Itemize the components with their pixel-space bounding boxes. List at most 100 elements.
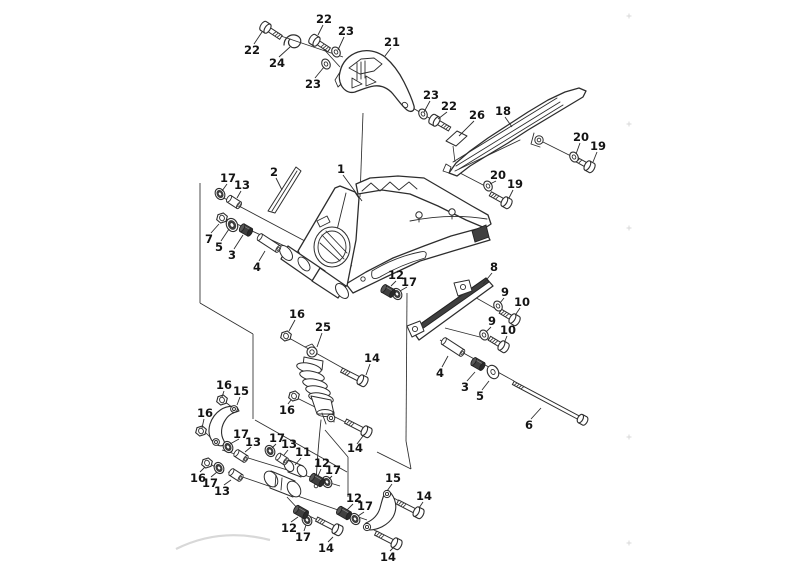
callout-26: 26 <box>469 108 485 122</box>
leader-line <box>328 475 333 480</box>
leader-line <box>386 483 393 492</box>
callout-3: 3 <box>461 380 469 394</box>
callout-23: 23 <box>305 77 321 91</box>
callout-8: 8 <box>490 260 498 274</box>
leader-line <box>489 180 497 185</box>
collar-icon <box>233 449 249 463</box>
washer-icon <box>321 58 331 70</box>
bushing-icon <box>380 284 396 298</box>
leader-line <box>337 36 345 51</box>
callout-17: 17 <box>202 476 218 490</box>
seal-icon <box>213 461 225 475</box>
callout-20: 20 <box>490 168 506 182</box>
bushing-icon <box>470 357 486 371</box>
callout-17: 17 <box>233 427 249 441</box>
collar-icon <box>228 468 244 482</box>
chain-guide-part <box>406 277 494 341</box>
callout-6: 6 <box>525 418 533 432</box>
watermark-cross-icon <box>626 121 632 127</box>
callout-24: 24 <box>269 56 285 70</box>
leader-line <box>283 449 289 456</box>
leader-line <box>317 24 324 36</box>
nut-icon <box>201 457 213 469</box>
watermark-cross-icon <box>626 540 632 546</box>
leader-line <box>346 503 354 511</box>
leader-line <box>384 47 392 57</box>
shock-absorber-part <box>296 343 336 489</box>
leader-line <box>423 100 431 113</box>
leader-line <box>466 371 476 382</box>
leader-line <box>316 332 323 348</box>
bushing-icon <box>308 472 326 488</box>
bolt-icon <box>373 530 403 551</box>
leader-line <box>294 457 302 466</box>
watermark-marks <box>626 13 632 546</box>
nut-icon <box>280 330 292 342</box>
callout-22: 22 <box>441 99 457 113</box>
callout-7: 7 <box>205 232 213 246</box>
callout-14: 14 <box>347 441 363 455</box>
bolt-icon <box>343 418 373 439</box>
callout-17: 17 <box>325 463 341 477</box>
callout-18: 18 <box>495 104 511 118</box>
watermark-cross-icon <box>626 434 632 440</box>
leader-line <box>210 223 220 234</box>
bolt-icon <box>488 191 513 210</box>
leader-line <box>271 443 277 449</box>
callout-25: 25 <box>315 320 331 334</box>
callout-14: 14 <box>318 541 334 555</box>
bushing-icon <box>335 505 353 521</box>
leader-line <box>201 418 205 429</box>
leader-line <box>389 547 394 552</box>
leader-line <box>504 116 513 128</box>
leader-line <box>508 189 514 199</box>
hardware-layer <box>195 20 596 551</box>
washer-icon <box>479 329 489 341</box>
callout-17: 17 <box>401 275 417 289</box>
callout-14: 14 <box>380 550 396 564</box>
callout-9: 9 <box>488 314 496 328</box>
washer-icon <box>493 300 503 312</box>
bushing-icon <box>292 504 310 520</box>
callout-4: 4 <box>436 366 444 380</box>
callout-17: 17 <box>295 530 311 544</box>
callout-13: 13 <box>281 437 297 451</box>
callout-12: 12 <box>346 491 362 505</box>
callout-15: 15 <box>385 471 401 485</box>
seal-icon <box>214 187 226 201</box>
leader-line <box>504 335 508 342</box>
callout-13: 13 <box>245 435 261 449</box>
leader-line <box>418 501 424 509</box>
leader-line <box>365 363 371 376</box>
leader-line <box>278 46 291 58</box>
callout-12: 12 <box>281 521 297 535</box>
callout-12: 12 <box>314 456 330 470</box>
leader-line <box>515 307 521 315</box>
leader-line <box>458 120 475 137</box>
callout-1: 1 <box>337 162 345 176</box>
callout-10: 10 <box>514 295 530 309</box>
leader-line <box>482 272 493 285</box>
leader-line <box>223 479 232 486</box>
bushing-icon <box>238 223 254 237</box>
leader-line <box>199 466 206 473</box>
washer-icon <box>569 151 579 163</box>
slider-strip-part <box>267 166 302 214</box>
leader-line <box>233 234 244 250</box>
leader-line <box>258 250 266 262</box>
washer-icon <box>486 364 500 380</box>
nut-icon <box>216 212 228 224</box>
callout-16: 16 <box>279 403 295 417</box>
relay-arm-part <box>263 459 308 498</box>
callout-2: 2 <box>270 165 278 179</box>
callout-23: 23 <box>338 24 354 38</box>
callout-13: 13 <box>234 178 250 192</box>
swingarm-part <box>279 175 492 299</box>
bolt-icon <box>259 20 283 40</box>
leader-line <box>357 511 365 517</box>
callout-19: 19 <box>590 139 606 153</box>
callout-9: 9 <box>501 285 509 299</box>
callout-13: 13 <box>214 484 230 498</box>
